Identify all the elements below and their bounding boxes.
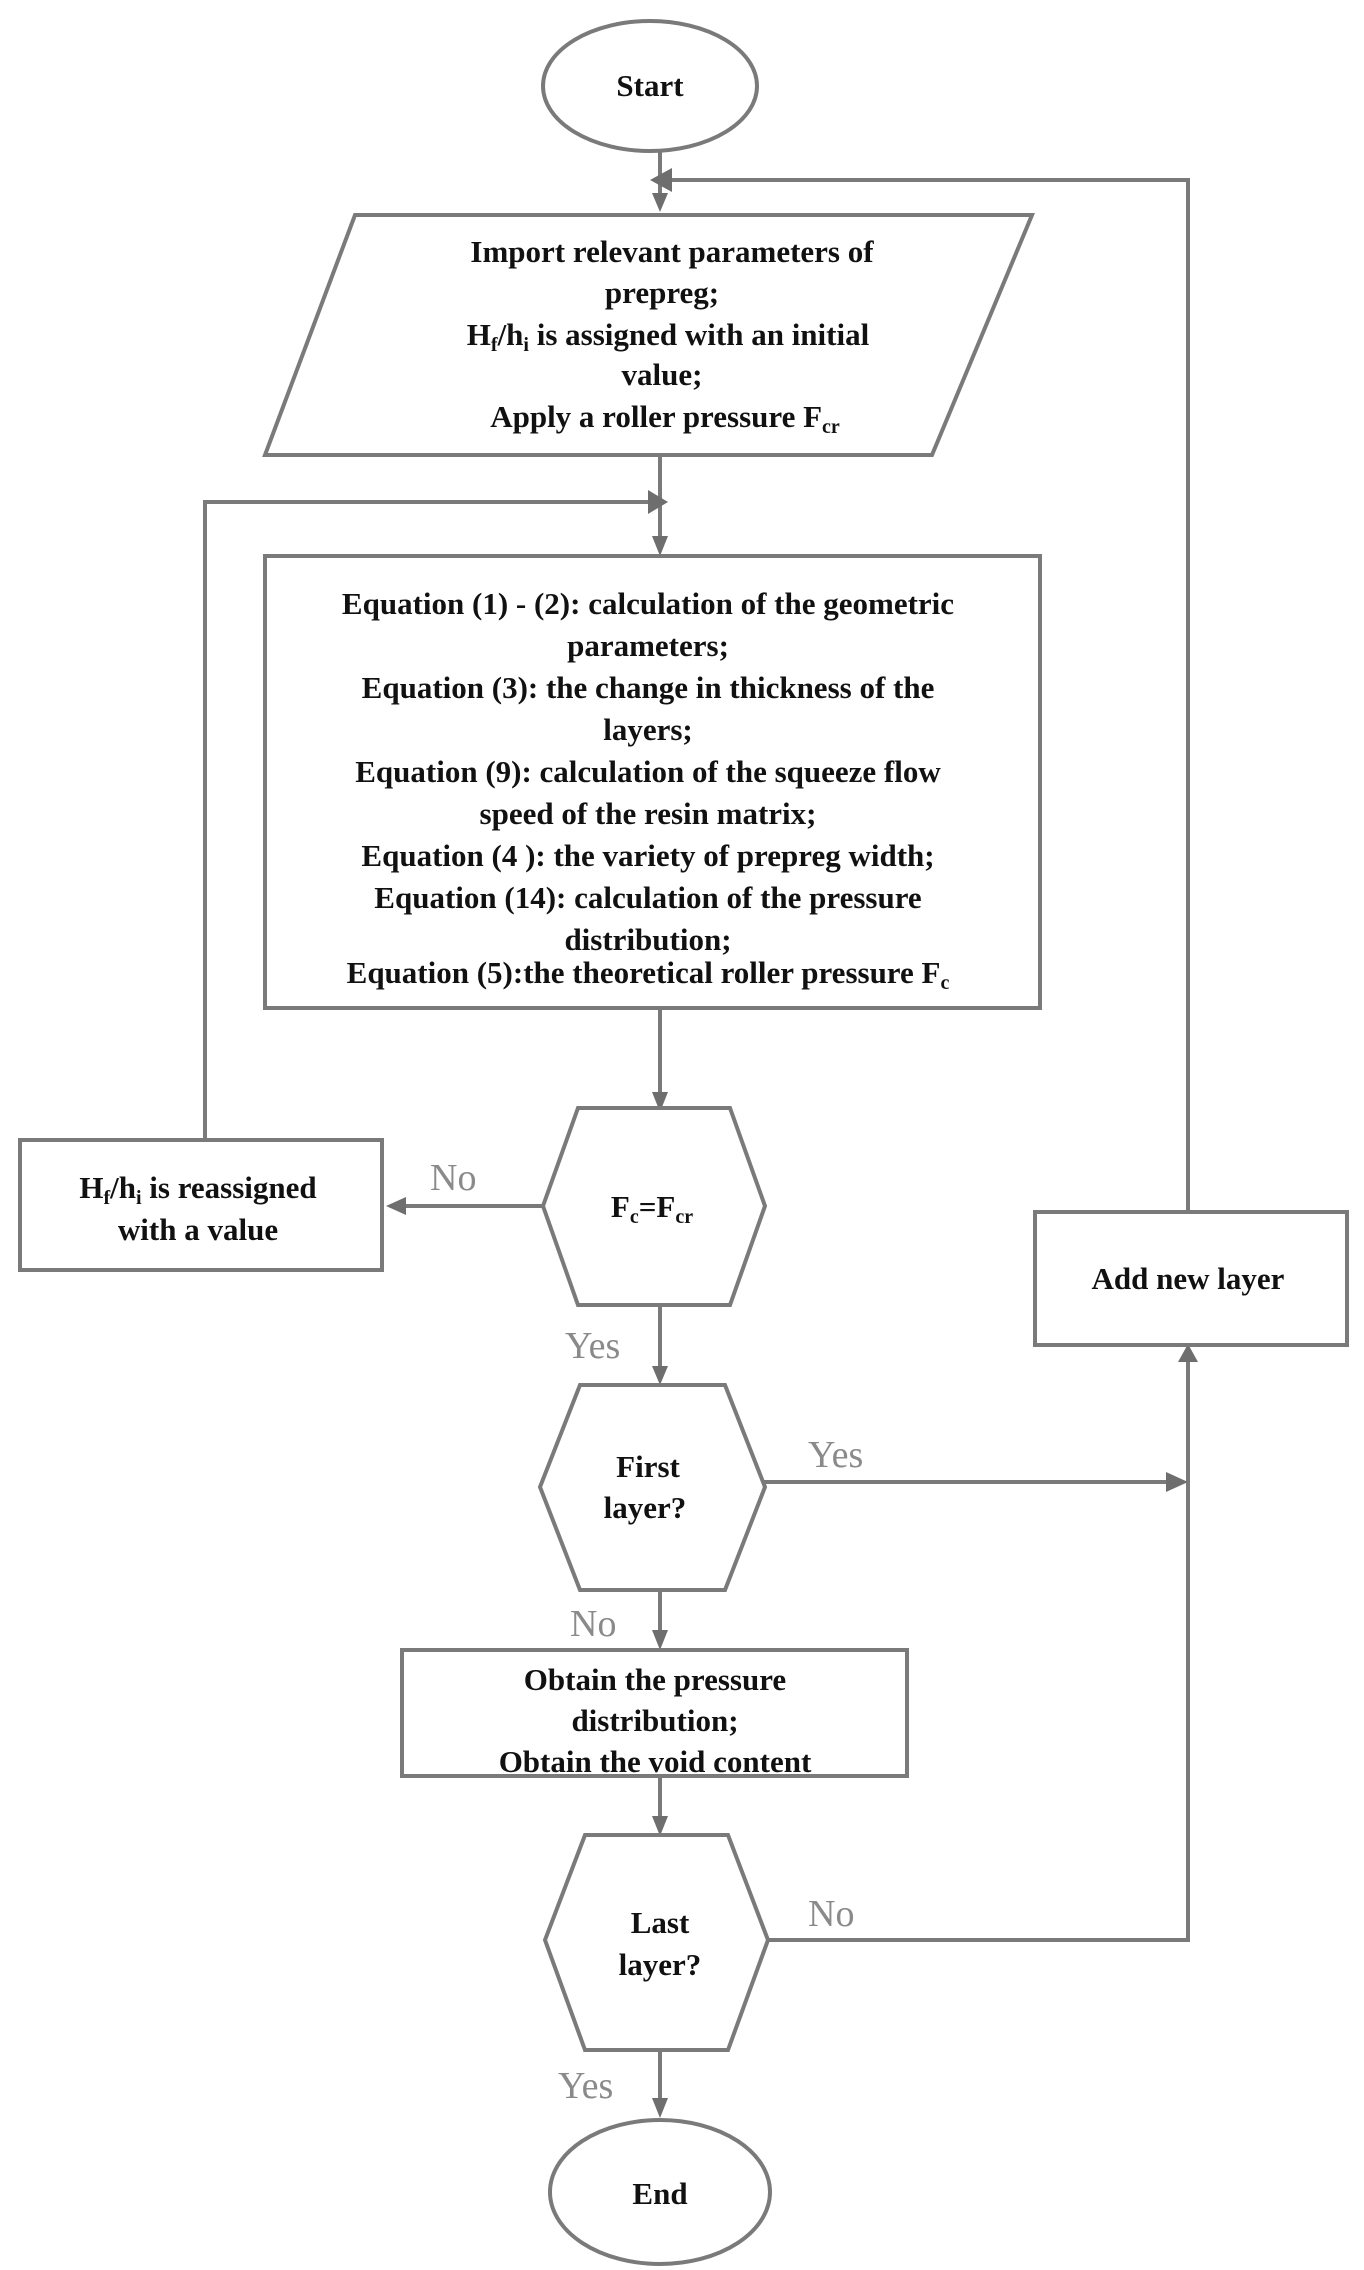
- arrow-head-input: [652, 193, 668, 212]
- reassign-node: Hf/hi is reassigned with a value: [18, 1138, 384, 1272]
- input-line-5: Apply a roller pressure Fcr: [490, 399, 840, 438]
- label-yes-force: Yes: [565, 1325, 620, 1367]
- process-line-2: parameters;: [567, 628, 729, 663]
- last-layer-decision-node: Last layer?: [542, 1833, 771, 2052]
- start-ellipse: [541, 19, 759, 153]
- process-line-last: Equation (5):the theoretical roller pres…: [347, 955, 950, 994]
- arrow-heads: [386, 168, 1198, 2118]
- arrow-head-addlayer-side: [1166, 1472, 1188, 1492]
- arrow-head-process: [652, 536, 668, 556]
- reassign-line-1: Hf/hi is reassigned: [79, 1170, 316, 1209]
- process-lines: Equation (1) - (2): calculation of the g…: [342, 586, 954, 957]
- process-line-7: Equation (4 ): the variety of prepreg wi…: [361, 838, 934, 873]
- process-line-6: speed of the resin matrix;: [480, 796, 817, 831]
- arrow-head-last: [652, 1816, 668, 1836]
- edge-addlayer-loop-back: [672, 178, 1190, 1212]
- process-line-4: layers;: [603, 712, 693, 747]
- first-layer-line-1: First: [616, 1449, 680, 1484]
- arrow-head-first: [652, 1366, 668, 1385]
- label-no-force: No: [430, 1157, 476, 1199]
- arrow-head-addlayer-bottom: [1178, 1344, 1198, 1362]
- input-parallelogram: [262, 213, 1035, 457]
- end-label: End: [632, 2176, 687, 2211]
- edge-labels: No Yes Yes No No Yes: [430, 1157, 863, 2107]
- start-node: Start: [541, 19, 759, 153]
- first-layer-hexagon: [537, 1383, 768, 1592]
- label-yes-first: Yes: [808, 1434, 863, 1476]
- input-node: Import relevant parameters of prepreg; H…: [262, 213, 1035, 457]
- process-node: Equation (1) - (2): calculation of the g…: [263, 554, 1042, 1010]
- last-layer-line-2: layer?: [619, 1947, 702, 1982]
- end-ellipse: [548, 2118, 772, 2266]
- input-line-2: prepreg;: [605, 275, 719, 310]
- process-line-8: Equation (14): calculation of the pressu…: [374, 880, 921, 915]
- reassign-rectangle: [18, 1138, 384, 1272]
- obtain-node: Obtain the pressure distribution; Obtain…: [400, 1648, 909, 1779]
- label-no-first: No: [570, 1603, 616, 1645]
- obtain-rectangle: [400, 1648, 909, 1778]
- obtain-line-3: Obtain the void content: [499, 1744, 812, 1779]
- connectors: [203, 150, 1190, 2110]
- edge-reassign-loop-back: [203, 500, 648, 1140]
- arrow-head-end: [652, 2098, 668, 2118]
- force-hexagon: [540, 1106, 768, 1307]
- obtain-line-1: Obtain the pressure: [524, 1662, 786, 1697]
- first-layer-line-2: layer?: [604, 1490, 687, 1525]
- obtain-line-2: distribution;: [571, 1703, 738, 1738]
- end-node: End: [548, 2118, 772, 2266]
- arrow-head-loop-into-process-line: [648, 490, 668, 514]
- arrow-head-obtain: [652, 1630, 668, 1650]
- process-line-5: Equation (9): calculation of the squeeze…: [355, 754, 941, 789]
- first-layer-decision-node: First layer?: [537, 1383, 768, 1592]
- input-line-3: Hf/hi is assigned with an initial: [467, 317, 870, 356]
- add-layer-rectangle: [1033, 1210, 1349, 1347]
- edge-last-to-addlayer: [766, 1345, 1190, 1942]
- add-layer-label: Add new layer: [1092, 1261, 1285, 1296]
- label-yes-last: Yes: [558, 2065, 613, 2107]
- add-layer-node: Add new layer: [1033, 1210, 1349, 1347]
- arrow-head-force: [652, 1092, 668, 1112]
- label-no-last: No: [808, 1893, 854, 1935]
- input-line-4: value;: [622, 357, 703, 392]
- last-layer-hexagon: [542, 1833, 771, 2052]
- arrow-head-into-input-top: [650, 168, 672, 192]
- force-decision-label: Fc=Fcr: [611, 1189, 693, 1228]
- last-layer-line-1: Last: [631, 1905, 690, 1940]
- process-rectangle: [263, 554, 1042, 1010]
- force-decision-node: Fc=Fcr: [540, 1106, 768, 1307]
- process-line-3: Equation (3): the change in thickness of…: [362, 670, 935, 705]
- arrow-head-reassign: [386, 1197, 406, 1215]
- start-label: Start: [616, 68, 684, 103]
- process-line-9: distribution;: [564, 922, 731, 957]
- input-line-1: Import relevant parameters of: [470, 234, 874, 269]
- reassign-line-2: with a value: [118, 1212, 278, 1247]
- process-line-1: Equation (1) - (2): calculation of the g…: [342, 586, 954, 621]
